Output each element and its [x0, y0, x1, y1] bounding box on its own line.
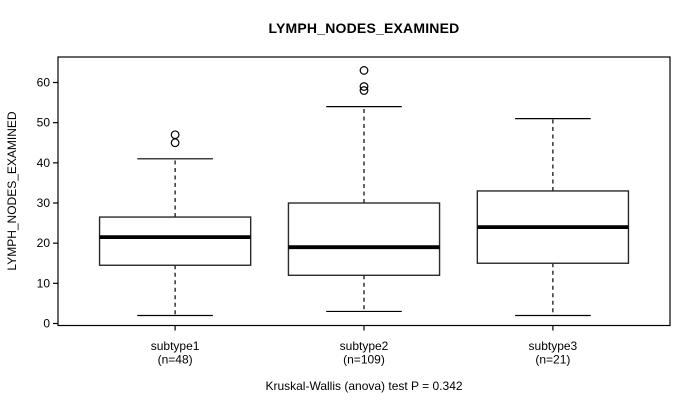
y-tick-label: 10 [37, 276, 51, 290]
group-n-label: (n=48) [158, 353, 193, 367]
iqr-box [287, 202, 441, 277]
outlier-point [170, 130, 180, 140]
y-tick-label: 0 [43, 317, 50, 331]
outlier-point [359, 82, 369, 91]
group-label: subtype2 [340, 339, 389, 353]
group-n-label: (n=21) [535, 353, 570, 367]
iqr-box [98, 216, 252, 266]
y-tick-label: 60 [37, 76, 51, 90]
group-n-label: (n=109) [343, 353, 385, 367]
chart-title: LYMPH_NODES_EXAMINED [268, 20, 460, 36]
outlier-point [170, 138, 180, 148]
group-label: subtype1 [151, 339, 200, 353]
y-tick-label: 20 [37, 236, 51, 250]
group-label: subtype3 [529, 339, 578, 353]
y-tick-label: 50 [37, 116, 51, 130]
stat-test-caption: Kruskal-Wallis (anova) test P = 0.342 [265, 379, 463, 393]
y-tick-label: 30 [37, 196, 51, 210]
outlier-point [359, 66, 369, 75]
y-tick-label: 40 [37, 156, 51, 170]
outlier-point [359, 86, 369, 95]
